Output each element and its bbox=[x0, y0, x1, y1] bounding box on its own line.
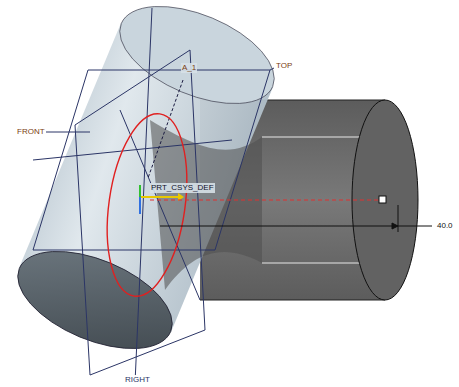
axis-name: A_1 bbox=[181, 63, 197, 73]
datum-plane-name: TOP bbox=[275, 61, 293, 71]
datum-plane-name: RIGHT bbox=[124, 375, 151, 385]
leader-line bbox=[270, 68, 274, 70]
datum-planes bbox=[33, 8, 270, 383]
datum-plane-name: FRONT bbox=[16, 127, 46, 137]
dimension-value: 40.0 bbox=[436, 221, 454, 231]
sketch-circle bbox=[97, 109, 198, 302]
datum-point bbox=[379, 196, 386, 203]
leader-line bbox=[46, 132, 90, 133]
main-cylinder bbox=[4, 0, 288, 368]
csys-name: PRT_CSYS_DEF bbox=[150, 183, 215, 193]
dimension-line bbox=[160, 205, 432, 232]
feature-axis bbox=[150, 200, 380, 201]
